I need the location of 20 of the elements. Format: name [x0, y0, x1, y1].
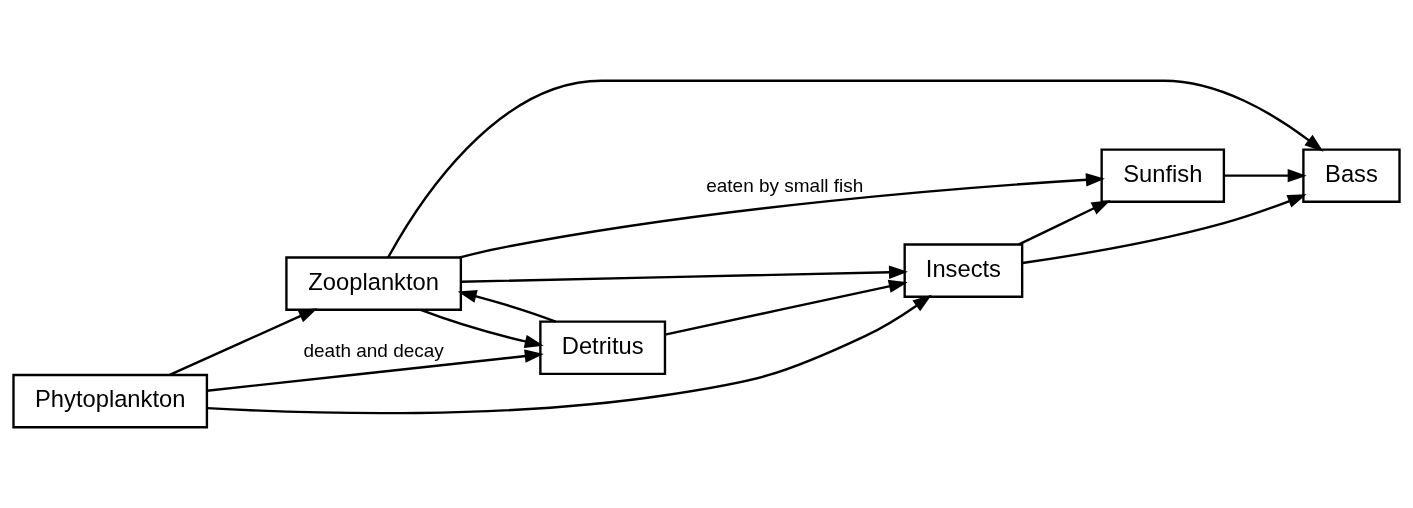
node-box: Insects — [903, 243, 1024, 298]
arrow — [169, 308, 318, 376]
arrow — [1018, 200, 1111, 246]
node-box: Phytoplankton — [12, 373, 209, 429]
arrow — [387, 79, 1324, 259]
node-box: Bass — [1302, 148, 1401, 203]
node-box: Zooplankton — [285, 256, 463, 311]
arrow — [206, 349, 544, 392]
edge-label: eaten by small fish — [706, 175, 864, 197]
arrow — [664, 279, 908, 336]
node-box: Sunfish — [1100, 148, 1226, 203]
arrow — [459, 173, 1105, 259]
arrow — [420, 308, 544, 348]
edge-label: death and decay — [303, 340, 444, 361]
arrow — [1223, 169, 1307, 183]
arrow — [206, 294, 932, 415]
arrow — [460, 265, 908, 283]
node-box: Detritus — [539, 320, 667, 376]
arrow — [1022, 194, 1307, 265]
arrow — [457, 289, 557, 323]
